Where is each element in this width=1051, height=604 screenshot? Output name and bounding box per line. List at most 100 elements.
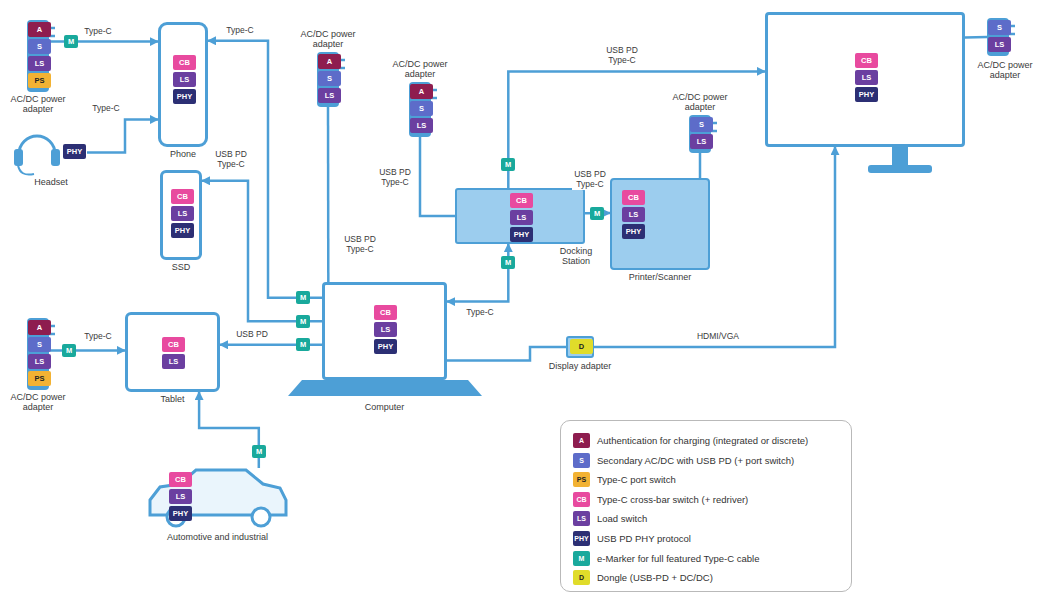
legend-text: e-Marker for full featured Type-C cable [597, 552, 759, 565]
emarker-badge: M [590, 207, 604, 220]
device-box: AC/DC power adapterASLS [409, 82, 431, 137]
chip-letter: LS [690, 134, 713, 149]
component-chip: S [690, 117, 713, 132]
legend-letter: CB [576, 496, 586, 503]
chip-letter: CB [171, 189, 194, 204]
chip-letter: PHY [171, 223, 194, 238]
legend-letter: A [579, 437, 584, 444]
device-label: AC/DC power adapter [300, 29, 356, 49]
legend-swatch: CB [573, 492, 590, 507]
cable-label: HDMI/VGA [690, 332, 746, 342]
legend-swatch: PS [573, 472, 590, 487]
legend-swatch: S [573, 453, 590, 468]
cable-label: USB PD Type-C [600, 46, 644, 66]
cable-connector [208, 41, 322, 298]
legend-letter: PHY [574, 535, 588, 542]
component-chip: CB [622, 190, 645, 205]
chip-letter: PHY [63, 144, 86, 159]
emarker-badge: M [296, 291, 310, 304]
cable-label: USB PD Type-C [376, 168, 414, 188]
cable-label: USB PD Type-C [214, 150, 248, 170]
emarker-badge: M [501, 158, 515, 171]
legend-row: SSecondary AC/DC with USB PD (+ port swi… [573, 453, 843, 469]
device-label: Headset [21, 177, 81, 187]
chip-letter: CB [162, 337, 185, 352]
legend-text: Type-C cross-bar switch (+ redriver) [597, 493, 748, 506]
device-label: AC/DC power adapter [977, 60, 1033, 80]
component-chip: CB [510, 193, 533, 208]
cable-label: USB PD Type-C [340, 235, 380, 255]
chip-letter: CB [622, 190, 645, 205]
component-chip: PS [28, 371, 51, 386]
device-box: Automotive and industrialCBLSPHY [155, 468, 280, 528]
chip-letter: S [28, 337, 51, 352]
chip-letter: LS [318, 88, 341, 103]
cable-connector [87, 120, 158, 153]
cable-connector [327, 107, 330, 282]
device-box: AC/DC power adapterSLS [987, 18, 1009, 56]
chip-letter: LS [162, 354, 185, 369]
component-chip: PHY [63, 144, 86, 159]
chip-letter: D [570, 339, 593, 354]
legend-letter: D [579, 574, 584, 581]
legend-row: Me-Marker for full featured Type-C cable [573, 551, 843, 567]
legend-row: LSLoad switch [573, 511, 843, 527]
cable-connector [965, 36, 987, 39]
cable-label: Type-C [218, 26, 262, 36]
chip-letter: A [28, 320, 51, 335]
emarker-badge: M [296, 315, 310, 328]
legend-row: DDongle (USB-PD + DC/DC) [573, 570, 843, 586]
legend-text: Authentication for charging (integrated … [597, 434, 808, 447]
component-chip: LS [28, 56, 51, 71]
device-box: Printer/ScannerCBLSPHY [610, 178, 710, 270]
component-chip: PS [28, 73, 51, 88]
component-chip: PHY [169, 506, 192, 521]
component-chip: S [988, 20, 1011, 35]
component-chip: CB [855, 53, 878, 68]
component-chip: LS [510, 210, 533, 225]
component-chip: S [28, 39, 51, 54]
device-label: AC/DC power adapter [10, 94, 66, 114]
device-box: SSDCBLSPHY [160, 170, 202, 260]
chip-letter: CB [510, 193, 533, 208]
emarker-badge: M [252, 445, 266, 458]
device-box: Docking StationCBLSPHY [455, 188, 585, 244]
cable-connector [447, 244, 508, 302]
cable-label: Type-C [462, 308, 498, 318]
legend-swatch: LS [573, 511, 590, 526]
chip-letter: A [28, 22, 51, 37]
chip-letter: S [410, 101, 433, 116]
legend-swatch: D [573, 570, 590, 585]
chip-letter: PHY [622, 224, 645, 239]
component-chip: PHY [855, 87, 878, 102]
component-chip: LS [318, 88, 341, 103]
legend-row: A Authentication for charging (integrated… [573, 433, 843, 449]
component-chip: PHY [173, 89, 196, 104]
legend-row: PSType-C port switch [573, 472, 843, 488]
chip-letter: S [28, 39, 51, 54]
headset-icon [14, 136, 60, 175]
chip-letter: A [318, 54, 341, 69]
legend-row: PHYUSB PD PHY protocol [573, 531, 843, 547]
component-chip: LS [28, 354, 51, 369]
chip-letter: PS [28, 371, 51, 386]
cable-label: USB PD [234, 330, 270, 340]
component-chip: CB [173, 55, 196, 70]
device-label: SSD [156, 262, 206, 272]
chip-letter: S [988, 20, 1011, 35]
cable-label: USB PD Type-C [572, 170, 608, 190]
component-chip: PHY [622, 224, 645, 239]
chip-letter: PHY [169, 506, 192, 521]
component-chip: PHY [510, 227, 533, 242]
emarker-badge: M [64, 35, 78, 48]
component-chip: CB [162, 337, 185, 352]
chip-letter: LS [410, 118, 433, 133]
device-box: ComputerCBLSPHY [322, 282, 447, 380]
legend-swatch: M [573, 551, 590, 566]
component-chip: LS [622, 207, 645, 222]
chip-letter: CB [169, 472, 192, 487]
cable-label: Type-C [78, 332, 118, 342]
chip-letter: LS [173, 72, 196, 87]
device-label: AC/DC power adapter [672, 92, 728, 112]
laptop-base [288, 380, 482, 396]
